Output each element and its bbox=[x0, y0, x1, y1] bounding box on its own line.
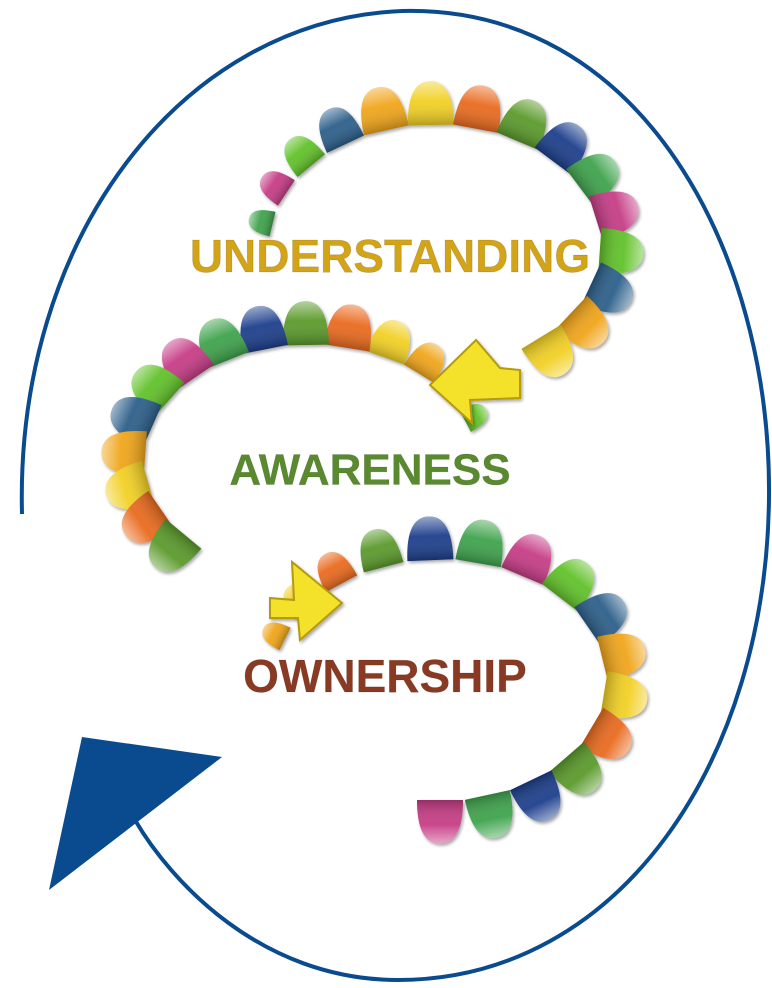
ownership-petal-ring bbox=[262, 516, 648, 844]
ring-petal-shine bbox=[284, 136, 326, 177]
ring-petal-shine bbox=[407, 81, 454, 126]
stage-label-ownership: OWNERSHIP bbox=[243, 650, 527, 702]
cycle-arrow-outline bbox=[19, 8, 772, 983]
ring-petal-shine bbox=[366, 320, 410, 365]
ring-petal-shine bbox=[549, 742, 602, 795]
ring-petal-shine bbox=[361, 87, 409, 136]
ring-petal-shine bbox=[534, 122, 587, 175]
ring-petal-shine bbox=[453, 85, 501, 133]
ring-petal-shine bbox=[600, 671, 648, 719]
ring-petal-shine bbox=[319, 107, 364, 153]
ring-petal-shine bbox=[597, 633, 646, 682]
ring-petal-shine bbox=[464, 790, 513, 839]
ring-petal-shine bbox=[501, 534, 552, 586]
ring-petal-shine bbox=[455, 519, 503, 568]
ring-petal-shine bbox=[360, 529, 404, 573]
ring-petal-shine bbox=[240, 306, 288, 354]
awareness-to-ownership-arrow-icon bbox=[269, 559, 344, 643]
understanding-to-awareness-arrow-icon bbox=[428, 338, 521, 426]
ring-petal-shine bbox=[407, 516, 454, 562]
ring-petal-shine bbox=[579, 707, 632, 760]
stage-label-understanding: UNDERSTANDING bbox=[190, 230, 590, 282]
ring-petal-shine bbox=[509, 770, 561, 822]
cycle-arrowhead-icon bbox=[49, 737, 222, 890]
ring-petal-shine bbox=[581, 262, 633, 313]
ring-petal-shine bbox=[248, 210, 276, 237]
ring-petal-shine bbox=[282, 301, 329, 346]
ring-petal-shine bbox=[199, 318, 249, 369]
ring-petal-shine bbox=[574, 593, 627, 646]
ring-petal-shine bbox=[589, 191, 639, 241]
ring-petal-shine bbox=[404, 342, 444, 384]
ring-petal-shine bbox=[598, 228, 644, 275]
stage-label-awareness: AWARENESS bbox=[229, 446, 510, 495]
ring-petal-shine bbox=[148, 519, 202, 572]
ring-petal-shine bbox=[317, 552, 358, 593]
ring-petal-shine bbox=[521, 324, 573, 378]
ring-petal-shine bbox=[259, 171, 295, 206]
ring-petal-shine bbox=[323, 304, 371, 352]
ring-petal-shine bbox=[496, 99, 547, 151]
understanding-petal-ring bbox=[248, 81, 644, 378]
ring-petal-shine bbox=[555, 295, 609, 349]
ring-petal-shine bbox=[417, 800, 463, 844]
ring-petal-shine bbox=[262, 622, 291, 651]
ring-petal-shine bbox=[541, 559, 595, 612]
